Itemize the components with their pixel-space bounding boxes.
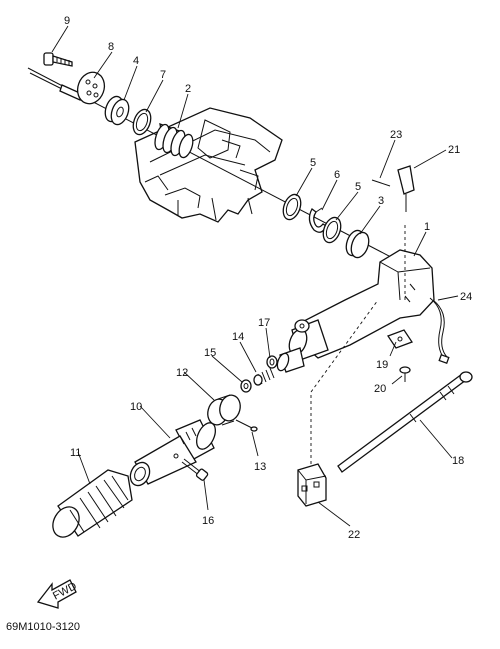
callout-2: 2 <box>185 83 191 95</box>
fwd-arrow-icon: FWD <box>36 579 79 609</box>
callout-19: 19 <box>376 359 388 371</box>
ring-part-5b <box>322 216 342 244</box>
callout-23: 23 <box>390 129 402 141</box>
callout-3: 3 <box>378 195 384 207</box>
callout-9: 9 <box>64 15 70 27</box>
callout-17: 17 <box>258 317 270 329</box>
callout-16: 16 <box>202 515 214 527</box>
cable-part-24 <box>429 297 450 365</box>
callout-15: 15 <box>204 347 216 359</box>
screw-part-16 <box>181 458 209 481</box>
callout-5b: 5 <box>355 181 361 193</box>
callout-13: 13 <box>254 461 266 473</box>
plate-part-19 <box>387 329 413 349</box>
callout-20: 20 <box>374 383 386 395</box>
callout-4: 4 <box>133 55 139 67</box>
callout-12: 12 <box>176 367 188 379</box>
callout-21: 21 <box>448 144 460 156</box>
callout-5a: 5 <box>310 157 316 169</box>
callout-22: 22 <box>348 529 360 541</box>
callout-1: 1 <box>424 221 430 233</box>
callout-18: 18 <box>452 455 464 467</box>
ring-part-5a <box>282 193 302 221</box>
diagram-code: 69M1010-3120 <box>6 621 80 633</box>
callout-24: 24 <box>460 291 472 303</box>
pin-part-13 <box>235 419 258 432</box>
clamp-part-22 <box>297 225 406 507</box>
spring-part-14 <box>253 367 275 386</box>
bracket-boss <box>294 319 310 333</box>
leader-lines <box>51 25 459 527</box>
ring-part-7 <box>132 108 152 136</box>
switch-part-21 <box>371 165 415 212</box>
grip-part-11 <box>52 469 133 538</box>
screw-part-20 <box>399 366 411 382</box>
collar-part-4 <box>104 95 130 126</box>
bolt-part-9 <box>43 52 73 67</box>
callout-8: 8 <box>108 41 114 53</box>
screw-part-17 <box>266 355 278 369</box>
plate-part-8 <box>76 71 106 105</box>
washer-part-15 <box>240 379 252 393</box>
handle-tube-part-10 <box>129 419 217 487</box>
callout-11: 11 <box>70 447 81 459</box>
grommet-part-2 <box>154 123 194 159</box>
collar-part-12 <box>207 394 241 426</box>
fwd-label: FWD <box>51 580 79 602</box>
callout-10: 10 <box>130 401 142 413</box>
handle-bracket-part-1 <box>276 249 435 373</box>
shaft-part-18 <box>337 371 473 473</box>
ring-part-3 <box>345 229 370 259</box>
clip-part-6 <box>308 207 327 233</box>
callout-14: 14 <box>232 331 244 343</box>
callout-7: 7 <box>160 69 166 81</box>
callout-labels: 9 8 4 7 2 23 21 5 6 5 3 1 24 17 14 15 19… <box>64 15 472 541</box>
callout-6: 6 <box>334 169 340 181</box>
bracket-housing <box>134 107 283 223</box>
